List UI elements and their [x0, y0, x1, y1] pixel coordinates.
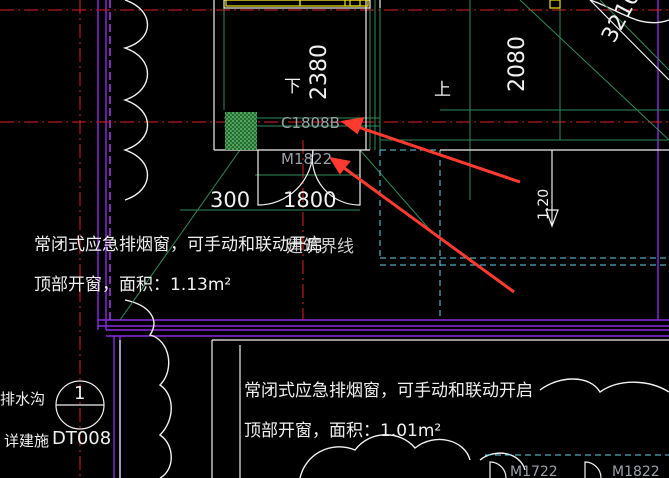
note1-overlap-text: 建筑界线 — [286, 237, 354, 257]
stair-down-label: 下 — [284, 77, 301, 97]
purple-walls — [97, 0, 669, 478]
window-code-label: C1808B — [281, 114, 340, 132]
door-code-bottom-2: M1822 — [612, 464, 660, 478]
yellow-strip — [225, 0, 561, 9]
detail-ref: DT008 — [52, 428, 111, 449]
note2-line1: 常闭式应急排烟窗，可手动和联动开启 — [244, 381, 533, 401]
slope-label: 1.20 — [536, 189, 552, 220]
door-code-bottom-1: M1722 — [510, 464, 558, 478]
note1-line1: 常闭式应急排烟窗，可手动和联动开启 — [34, 235, 323, 255]
door-code-label: M1822 — [281, 150, 332, 168]
dimension-1800: 1800 — [283, 188, 336, 212]
detail-number: 1 — [74, 383, 85, 404]
green-structure — [119, 0, 669, 321]
insulation-hatch-icon — [225, 112, 257, 150]
note2-line2: 顶部开窗，面积：1.01m² — [244, 421, 441, 441]
drain-label: 排水沟 — [0, 390, 45, 408]
note1-line2: 顶部开窗，面积：1.13m² — [34, 275, 231, 295]
red-callout-arrow — [328, 156, 515, 294]
dimension-300: 300 — [210, 188, 250, 212]
dimension-2380: 2380 — [307, 44, 332, 100]
revision-clouds — [122, 0, 669, 478]
stair-up-label: 上 — [434, 80, 451, 100]
dimension-2080: 2080 — [505, 36, 530, 92]
cyan-dashed-lines — [379, 149, 669, 456]
red-callout-arrow — [340, 117, 521, 184]
see-arch-label: 详建施 — [4, 432, 49, 450]
white-outlines — [55, 0, 669, 478]
dimension-3210: 3210 — [597, 0, 645, 47]
